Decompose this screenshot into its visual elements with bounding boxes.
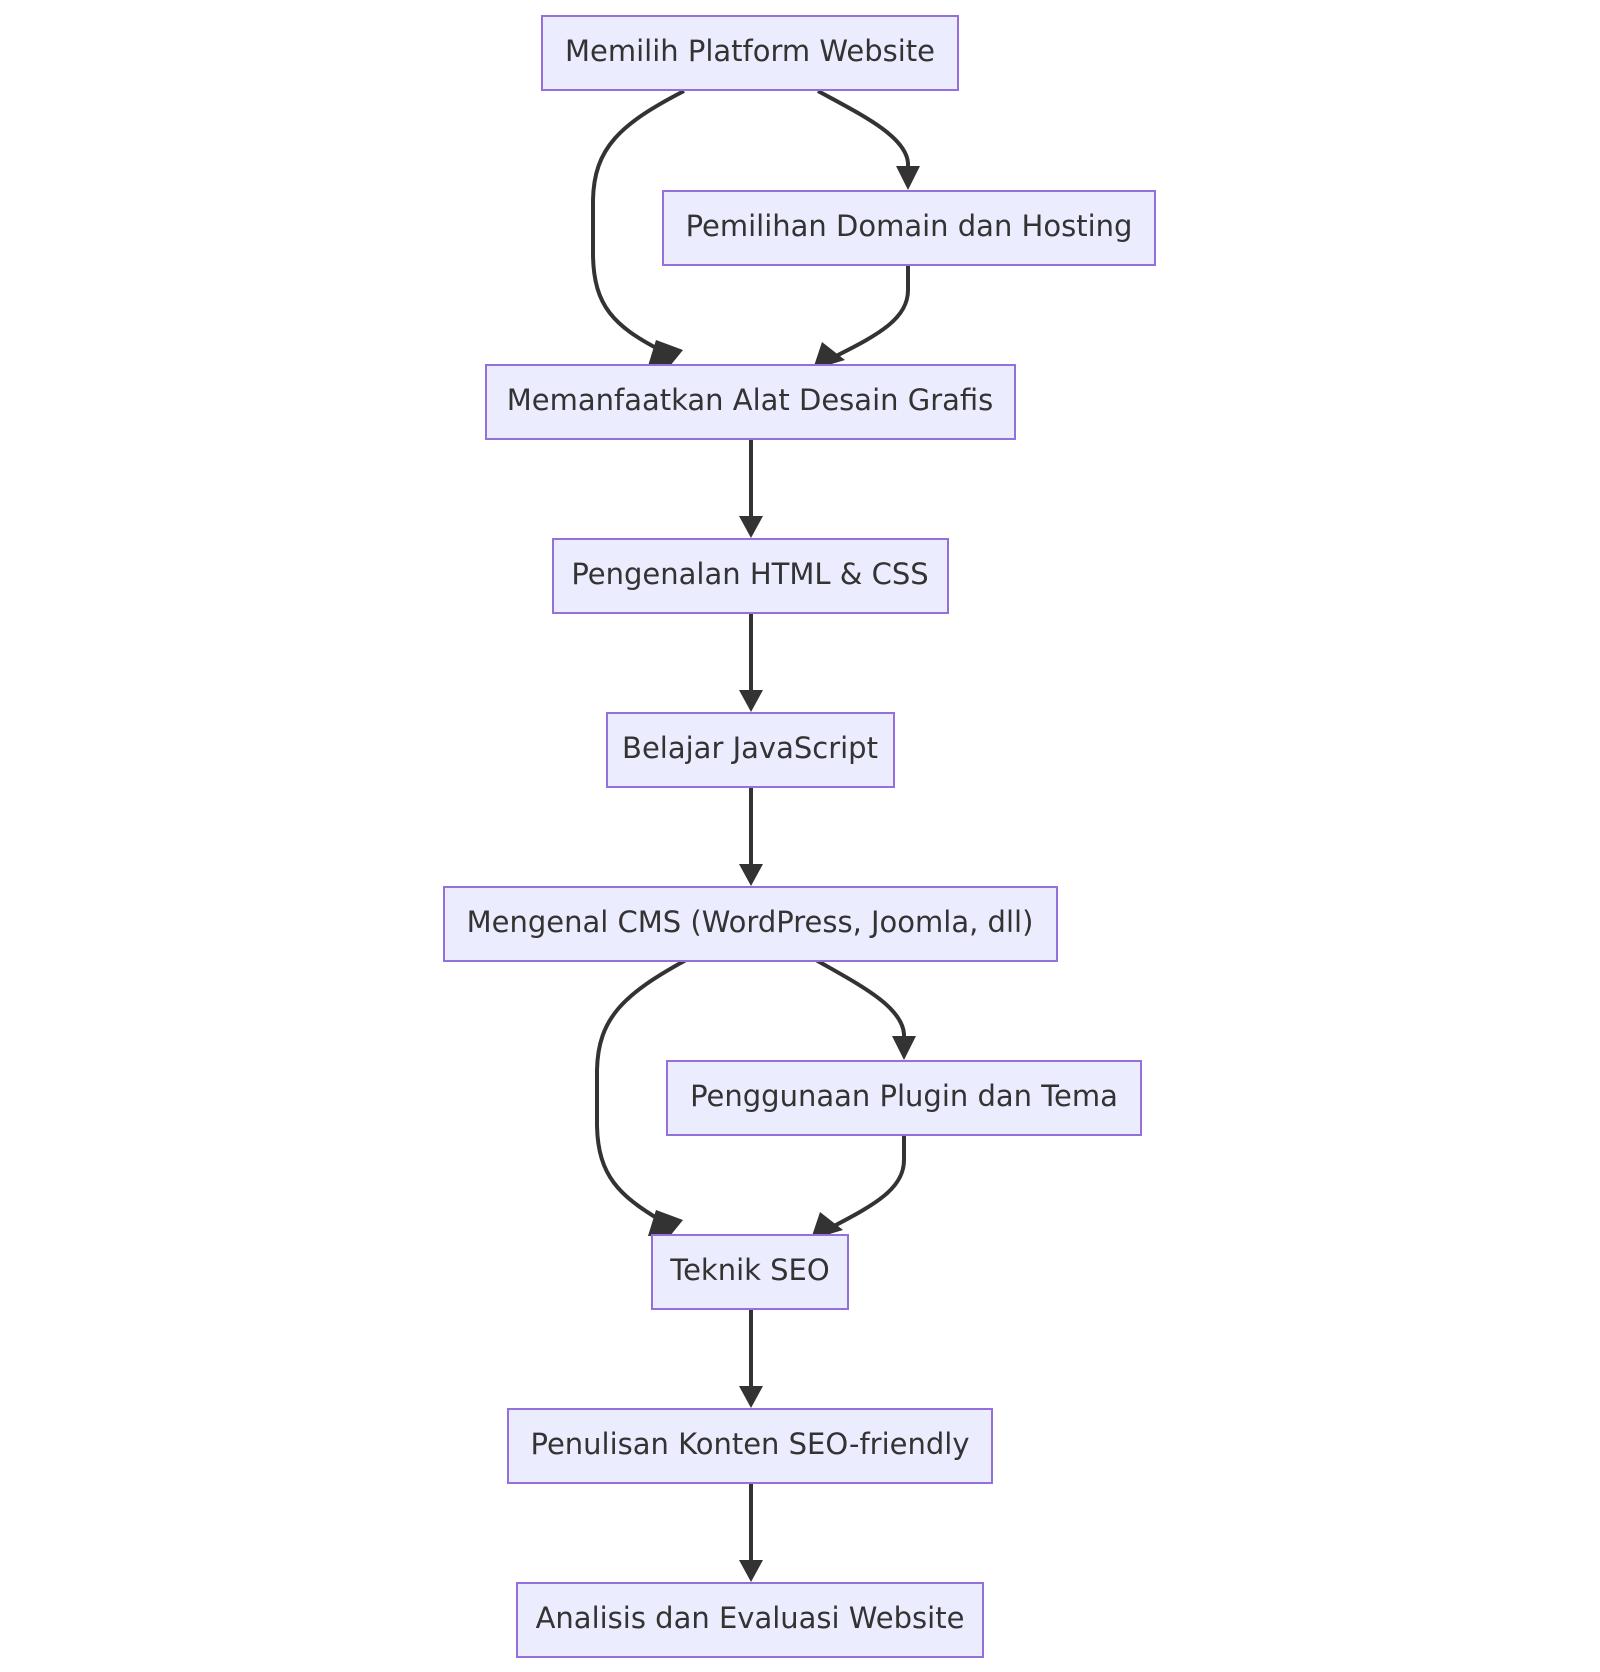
node-content-label: Penulisan Konten SEO-friendly bbox=[530, 1427, 969, 1461]
edge-plugin-to-seo bbox=[833, 1134, 906, 1228]
edge-cms-to-plugin bbox=[815, 958, 906, 1042]
edge-platform-to-design bbox=[591, 89, 685, 352]
edge-cms-to-seo bbox=[595, 958, 687, 1222]
node-content[interactable]: Penulisan Konten SEO-friendly bbox=[507, 1408, 993, 1484]
node-cms-label: Mengenal CMS (WordPress, Joomla, dll) bbox=[467, 905, 1034, 939]
arrowhead-javascript bbox=[739, 690, 763, 712]
arrowhead-htmlcss bbox=[739, 516, 763, 538]
node-domain-label: Pemilihan Domain dan Hosting bbox=[686, 209, 1133, 243]
nodes: Memilih Platform Website Pemilihan Domai… bbox=[443, 15, 1156, 1658]
node-plugin[interactable]: Penggunaan Plugin dan Tema bbox=[666, 1060, 1142, 1136]
arrowhead-plugin-top bbox=[892, 1036, 916, 1060]
edges bbox=[591, 89, 920, 1582]
arrowhead-seo-right bbox=[812, 1212, 843, 1236]
arrowhead-cms bbox=[739, 864, 763, 886]
arrowhead-content bbox=[739, 1386, 763, 1408]
node-javascript-label: Belajar JavaScript bbox=[622, 731, 878, 765]
node-domain[interactable]: Pemilihan Domain dan Hosting bbox=[662, 190, 1156, 266]
node-design-label: Memanfaatkan Alat Desain Grafis bbox=[507, 383, 994, 417]
node-analysis[interactable]: Analisis dan Evaluasi Website bbox=[516, 1582, 984, 1658]
node-analysis-label: Analisis dan Evaluasi Website bbox=[536, 1601, 965, 1635]
arrowhead-analysis bbox=[739, 1560, 763, 1582]
node-htmlcss[interactable]: Pengenalan HTML & CSS bbox=[552, 538, 949, 614]
node-cms[interactable]: Mengenal CMS (WordPress, Joomla, dll) bbox=[443, 886, 1058, 962]
node-platform[interactable]: Memilih Platform Website bbox=[541, 15, 959, 91]
node-javascript[interactable]: Belajar JavaScript bbox=[606, 712, 895, 788]
node-htmlcss-label: Pengenalan HTML & CSS bbox=[571, 557, 928, 591]
edge-domain-to-design bbox=[835, 264, 910, 358]
edge-platform-to-domain bbox=[817, 89, 910, 172]
node-plugin-label: Penggunaan Plugin dan Tema bbox=[690, 1079, 1118, 1113]
node-seo-label: Teknik SEO bbox=[669, 1253, 829, 1287]
arrowhead-design-left bbox=[648, 340, 683, 366]
arrowhead-domain-top bbox=[896, 166, 920, 190]
arrowhead-seo-left bbox=[648, 1210, 683, 1236]
arrowhead-design-right bbox=[814, 342, 845, 366]
node-design[interactable]: Memanfaatkan Alat Desain Grafis bbox=[485, 364, 1016, 440]
node-seo[interactable]: Teknik SEO bbox=[651, 1234, 849, 1310]
node-platform-label: Memilih Platform Website bbox=[565, 34, 935, 68]
